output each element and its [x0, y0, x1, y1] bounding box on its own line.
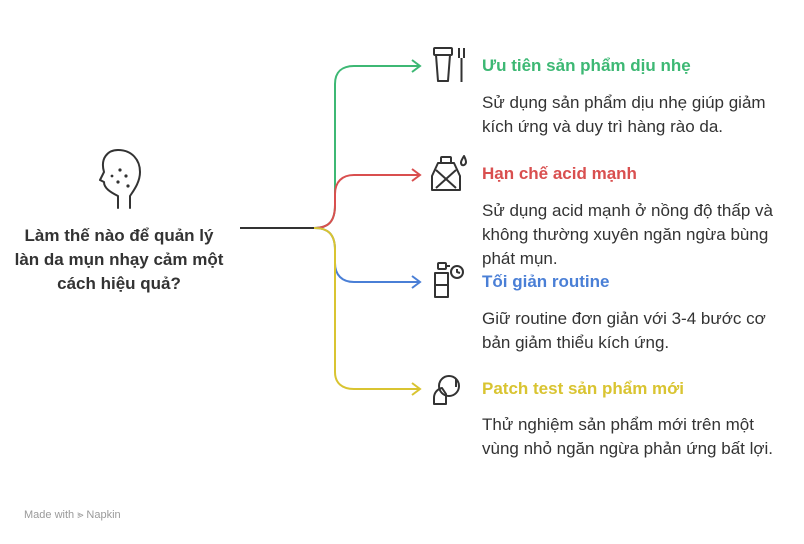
branch-connector-1 — [313, 65, 420, 229]
branch-description-4: Thử nghiệm sản phẩm mới trên một vùng nh… — [482, 415, 774, 458]
branch-connector-2 — [313, 174, 420, 229]
napkin-logo-icon: ⪢ — [77, 509, 84, 521]
spray-bottle-timer-icon — [434, 262, 464, 298]
branch-description-3: Giữ routine đơn giản với 3-4 bước cơ bản… — [482, 309, 766, 352]
footer-prefix: Made with — [24, 509, 75, 521]
branch-connector-3 — [313, 227, 420, 283]
branch-title-3: Tối giản routine — [482, 272, 610, 291]
footer-credit: Made with ⪢Napkin — [24, 509, 121, 522]
branch-description-1: Sử dụng sản phẩm dịu nhẹ giúp giảm kích … — [482, 93, 766, 136]
branch-arrowhead-4 — [411, 382, 422, 396]
thermometer-patch-icon — [432, 375, 460, 405]
branch-arrowhead-1 — [411, 59, 422, 73]
branch-title-2: Hạn chế acid mạnh — [482, 164, 637, 183]
branch-arrowhead-2 — [411, 168, 422, 182]
acid-bottle-icon — [431, 155, 467, 191]
branch-connector-4 — [313, 227, 420, 390]
head-profile-icon — [99, 149, 141, 209]
central-question: Làm thế nào để quản lý làn da mụn nhạy c… — [14, 226, 224, 293]
skincare-tube-icon — [433, 47, 465, 82]
branch-title-1: Ưu tiên sản phẩm dịu nhẹ — [482, 56, 691, 75]
branch-arrowhead-3 — [411, 275, 422, 289]
branch-description-2: Sử dụng acid mạnh ở nồng độ thấp và khôn… — [482, 201, 773, 268]
footer-brand: Napkin — [86, 509, 121, 521]
branch-title-4: Patch test sản phẩm mới — [482, 379, 684, 398]
